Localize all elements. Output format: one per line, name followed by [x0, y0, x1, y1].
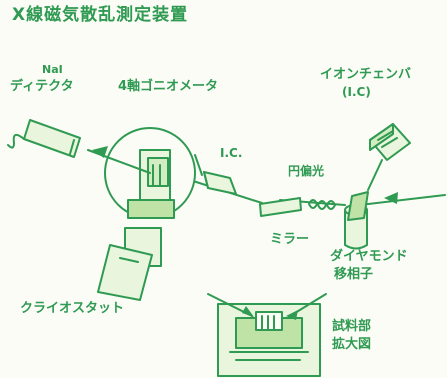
cryostat [97, 227, 162, 301]
diagram-title: X線磁気散乱測定装置 [12, 5, 189, 25]
goniometer [104, 127, 203, 219]
nai-label: NaI [42, 63, 63, 76]
ic-label: I.C. [220, 146, 243, 160]
sample-section-label: 試料部 [332, 319, 372, 334]
detector-label: ディテクタ [10, 79, 74, 94]
cryostat-label: クライオスタット [20, 301, 125, 316]
phase-retarder-label: 移相子 [334, 267, 374, 282]
enlarged-view-label: 拡大図 [332, 337, 372, 352]
circular-polarization-label: 円偏光 [288, 164, 325, 178]
sample-enlarged-view [207, 293, 327, 377]
ic-beam [189, 171, 263, 204]
incident-beam [359, 192, 446, 206]
scattered-beam [87, 146, 151, 174]
ion-chamber-abbrev-label: (I.C) [342, 85, 371, 99]
mirror [259, 197, 302, 217]
diamond-label: ダイヤモンド [330, 249, 408, 264]
diamond-phase-retarder [344, 191, 369, 250]
mirror-label: ミラー [270, 232, 310, 247]
goniometer-label: 4軸ゴニオメータ [118, 79, 219, 94]
ion-chamber-label: イオンチェンバ [320, 67, 412, 82]
nai-detector [7, 119, 81, 158]
ion-chamber [367, 123, 411, 191]
